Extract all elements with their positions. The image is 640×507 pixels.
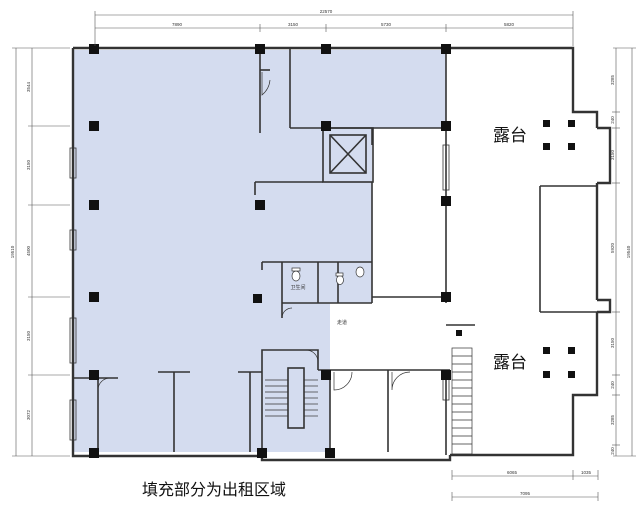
doors (97, 72, 411, 391)
dim-right-seg-1: 3285 (610, 74, 615, 85)
toilet-label: 卫生间 (290, 284, 305, 291)
toilet-fixtures (291, 266, 365, 285)
terrace-label-north: 露台 (493, 126, 527, 146)
dim-left-seg-4: 3150 (26, 330, 31, 341)
dim-top-seg-4: 5820 (504, 22, 515, 27)
dim-right-seg-8: 240 (610, 447, 615, 455)
dim-top-seg-2: 3150 (288, 22, 299, 27)
dim-right-seg-7: 3285 (610, 414, 615, 425)
dim-top-seg-3: 5730 (381, 22, 392, 27)
columns (89, 44, 575, 458)
interior-walls (73, 48, 597, 455)
dim-left-seg-5: 3072 (26, 409, 31, 420)
dim-right-seg-5: 3150 (610, 337, 615, 348)
windows (69, 144, 450, 441)
dim-right-total: 19540 (626, 245, 631, 258)
rental-area-fill (73, 50, 446, 452)
dim-left-total: 19510 (10, 245, 15, 258)
outer-walls (71, 46, 612, 462)
dim-bottom-seg-1: 6065 (507, 470, 518, 475)
dim-right-seg-4: 5920 (610, 242, 615, 253)
dim-top-seg-1: 7890 (172, 22, 183, 27)
stairs (265, 347, 473, 455)
terrace-label-south: 露台 (493, 353, 527, 373)
dim-bottom-total: 7095 (520, 491, 531, 496)
dim-bottom-seg-2: 1035 (581, 470, 592, 475)
corridor-label: 走道 (337, 319, 347, 326)
dim-left-seg-2: 3150 (26, 159, 31, 170)
dim-top-total: 22570 (320, 9, 333, 14)
dim-right-seg-3: 3150 (610, 149, 615, 160)
dim-right-seg-2: 240 (610, 116, 615, 124)
dimension-texts: 22570 7890 3150 5730 5820 19510 3544 315… (10, 9, 631, 496)
dimension-lines (12, 11, 636, 501)
dim-left-seg-3: 4500 (26, 245, 31, 256)
dim-right-seg-6: 240 (610, 381, 615, 389)
legend-caption: 填充部分为出租区域 (142, 480, 287, 499)
dim-left-seg-1: 3544 (26, 81, 31, 92)
